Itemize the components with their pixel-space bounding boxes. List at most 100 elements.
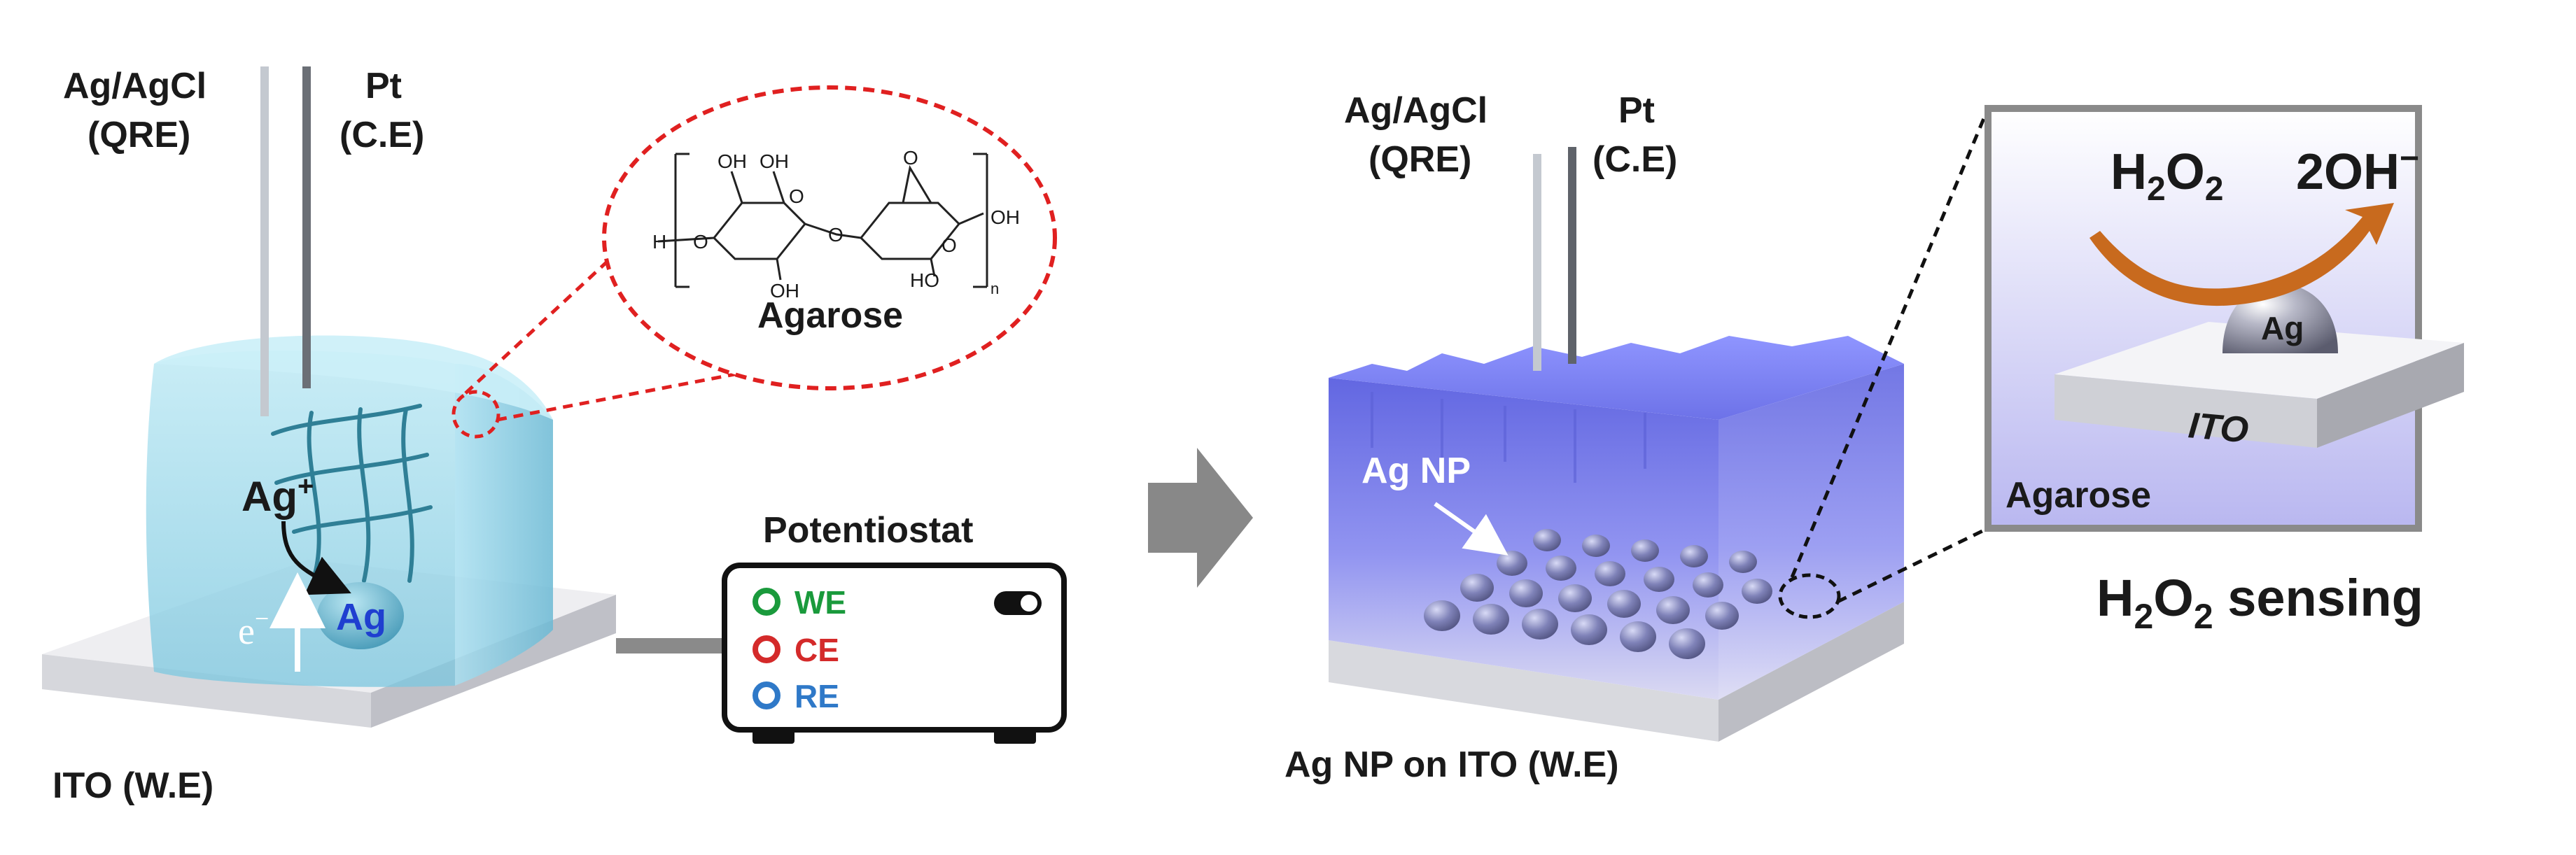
- ag-np: [1693, 572, 1723, 598]
- inset-ito-label: ITO: [2187, 405, 2250, 451]
- ag-np: [1533, 529, 1561, 551]
- potentiostat: Potentiostat WE CE RE: [722, 510, 1067, 744]
- right-ref-label: Ag/AgCl: [1344, 90, 1488, 131]
- left-ref-sub: (QRE): [88, 115, 190, 155]
- potentiostat-foot-left: [752, 730, 794, 744]
- zoom-source-circle: [451, 390, 500, 439]
- right-ito-side: [1718, 602, 1904, 742]
- np-label: Ag NP: [1362, 451, 1471, 491]
- sensing-caption: H2O2 sensing: [2096, 569, 2423, 636]
- ag-np: [1582, 535, 1610, 557]
- process-arrow: [1148, 448, 1253, 588]
- ag-np: [1558, 584, 1592, 612]
- product-label: 2OH−: [2296, 140, 2419, 200]
- reactant-label: H2O2: [2110, 144, 2223, 208]
- atom-label: O: [941, 234, 957, 256]
- ag-np: [1509, 579, 1543, 607]
- atom-label: OH: [770, 280, 799, 302]
- ag-np: [1522, 609, 1558, 640]
- atom-label: O: [789, 185, 804, 207]
- right-ito-front: [1329, 640, 1718, 742]
- potentiostat-body: [722, 563, 1067, 733]
- right-ref-sub: (QRE): [1368, 139, 1471, 180]
- left-ag-deposit-label: Ag: [336, 596, 386, 638]
- atom-label: n: [990, 280, 999, 297]
- ag-np: [1644, 567, 1674, 592]
- ag-np: [1607, 590, 1641, 618]
- inset-zoom-line-top: [1790, 108, 1990, 578]
- atom-label: O: [693, 231, 708, 253]
- port-re[interactable]: [752, 681, 780, 709]
- inset-zoom-line-bottom: [1836, 526, 1989, 604]
- left-ref-label: Ag/AgCl: [63, 66, 206, 106]
- ag-np: [1680, 545, 1708, 567]
- atom-label: H: [652, 231, 666, 253]
- inset-ag-label: Ag: [2261, 310, 2304, 346]
- ag-np: [1424, 600, 1460, 631]
- polymer-network: [271, 404, 433, 583]
- port-ce[interactable]: [752, 635, 780, 663]
- zoom-line-bottom: [496, 355, 827, 422]
- port-we-label: WE: [794, 584, 846, 621]
- cell-cable: [616, 638, 728, 653]
- left-counter-electrode: [302, 66, 311, 388]
- ag-np: [1473, 604, 1509, 635]
- electron-label: e−: [238, 605, 269, 652]
- agarose-zoom: OH OH H O O OH O O HO O OH n Agarose: [451, 85, 1057, 439]
- atom-label: OH: [760, 150, 789, 172]
- inset-medium-label: Agarose: [2005, 475, 2151, 516]
- right-counter-label: Pt: [1618, 90, 1655, 131]
- right-substrate-label: Ag NP on ITO (W.E): [1284, 744, 1619, 785]
- inset-ito-side: [2317, 343, 2464, 448]
- agarose-atoms: OH OH H O O OH O O HO O OH n: [652, 147, 1020, 302]
- left-cell: Ag Ag+ e− Ag/AgCl (QRE) Pt (C.E) ITO (W.…: [42, 66, 616, 806]
- port-re-label: RE: [794, 678, 839, 714]
- right-counter-sub: (C.E): [1592, 139, 1677, 180]
- atom-label: O: [828, 224, 844, 246]
- left-counter-label: Pt: [365, 66, 402, 106]
- inset-ito-top: [2054, 322, 2464, 399]
- right-gel-side: [1718, 364, 1904, 700]
- inset-frame: [1984, 105, 2422, 532]
- zoom-source-np: [1778, 573, 1841, 619]
- left-gel-top: [154, 335, 553, 420]
- right-cell: Ag NP Ag/AgCl (QRE) Pt (C.E) Ag NP on IT…: [1284, 90, 1904, 785]
- right-ref-electrode: [1533, 154, 1541, 371]
- reaction-arrow: [2090, 203, 2394, 306]
- ag-nanoparticles: [1424, 529, 1772, 659]
- zoom-caption: Agarose: [757, 295, 903, 336]
- ag-np: [1460, 574, 1494, 602]
- ag-np: [1669, 628, 1705, 659]
- potentiostat-foot-right: [994, 730, 1036, 744]
- ag-np: [1656, 596, 1690, 624]
- ag-np: [1631, 539, 1659, 562]
- left-ref-electrode: [260, 66, 269, 416]
- ag-np: [1497, 551, 1527, 576]
- ag-np: [1729, 551, 1757, 573]
- left-substrate-label: ITO (W.E): [52, 765, 214, 806]
- left-ag-deposit: [317, 582, 404, 649]
- power-switch-knob: [1021, 595, 1037, 612]
- atom-label: O: [903, 147, 918, 169]
- agarose-structure: [657, 153, 988, 288]
- port-we[interactable]: [752, 588, 780, 616]
- ag-np: [1705, 602, 1739, 630]
- port-ce-label: CE: [794, 632, 839, 668]
- right-counter-electrode: [1568, 147, 1576, 364]
- potentiostat-title: Potentiostat: [763, 510, 973, 551]
- ag-np: [1595, 561, 1625, 586]
- left-gel-side: [455, 364, 553, 686]
- reaction-inset: ITO Ag H2O2 2OH− Agarose: [1984, 105, 2464, 532]
- left-counter-sub: (C.E): [340, 115, 424, 155]
- inset-ito-front: [2054, 374, 2317, 448]
- left-ito-front: [42, 654, 371, 728]
- atom-label: HO: [910, 269, 939, 291]
- gel-texture: [1371, 392, 1646, 483]
- ag-np: [1742, 579, 1772, 604]
- ag-np: [1571, 614, 1607, 645]
- ag-np: [1546, 556, 1576, 581]
- zoom-bubble: [602, 85, 1057, 390]
- np-pointer: [1434, 502, 1508, 556]
- atom-label: OH: [990, 206, 1020, 228]
